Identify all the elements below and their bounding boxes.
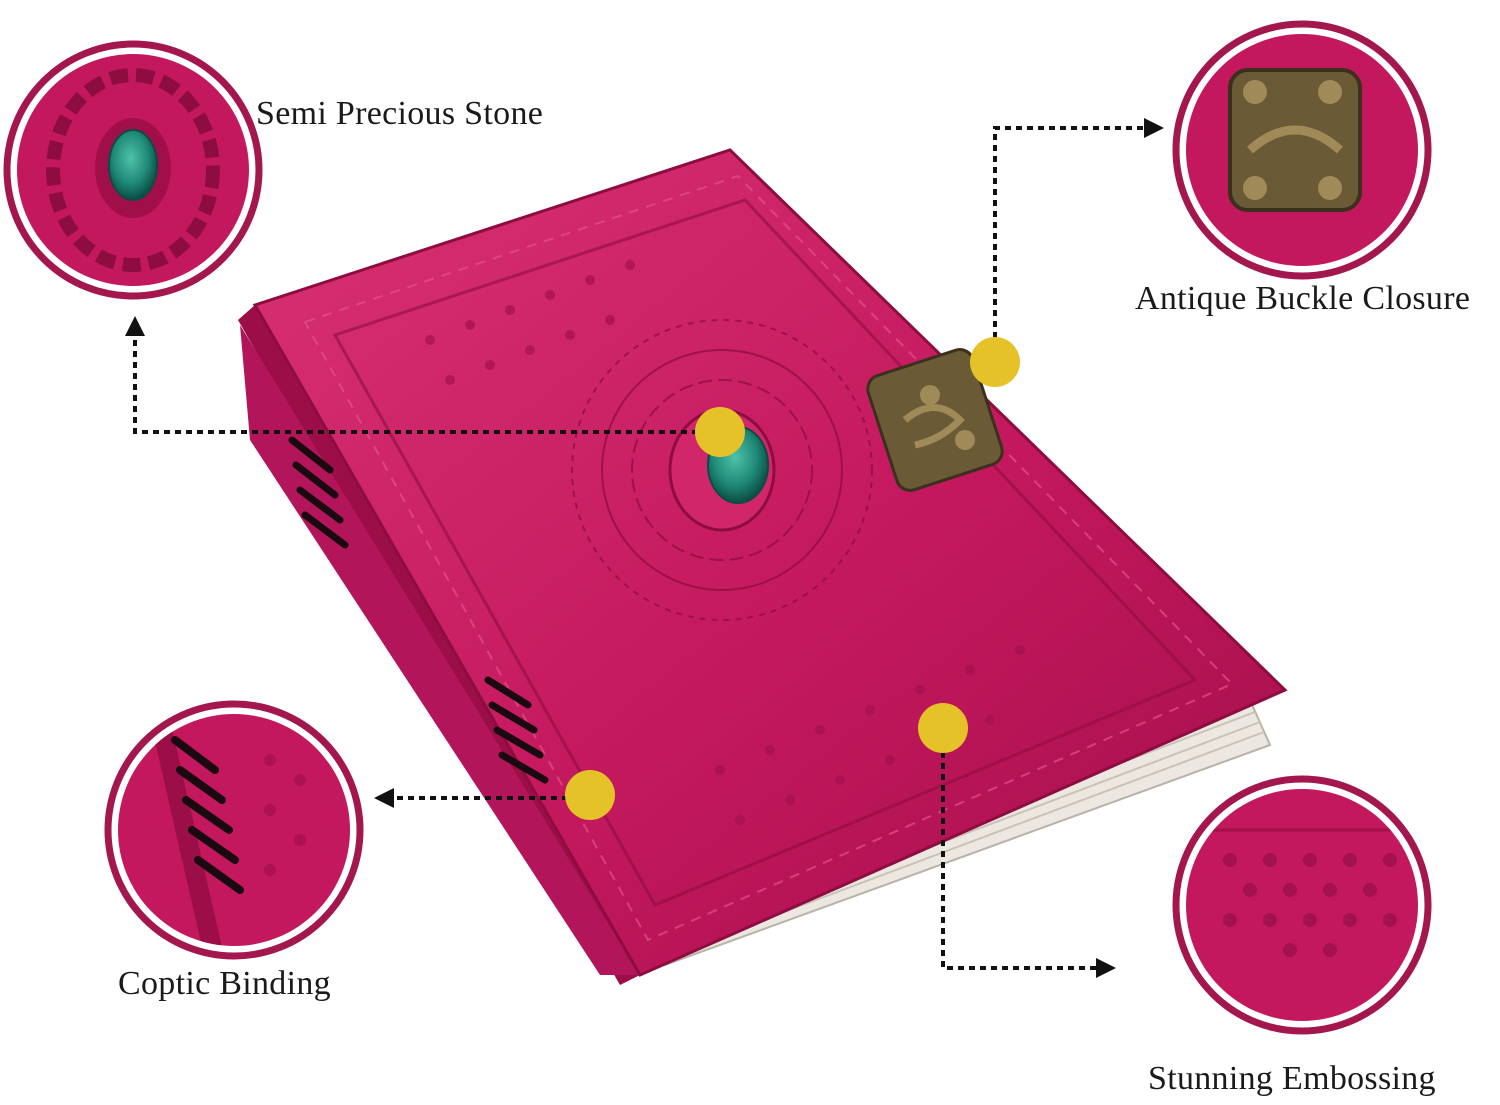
hotspot-markers (565, 337, 1020, 820)
zoom-stone (3, 40, 263, 300)
callout-connectors (125, 118, 1164, 978)
label-coptic-binding: Coptic Binding (118, 965, 331, 1002)
zoom-buckle (1172, 20, 1432, 280)
marker-binding[interactable] (565, 770, 615, 820)
leather-journal (238, 148, 1288, 985)
marker-buckle[interactable] (970, 337, 1020, 387)
zoom-embossing (1172, 775, 1432, 1035)
label-stunning-embossing: Stunning Embossing (1148, 1060, 1436, 1097)
embossed-border (332, 198, 1198, 907)
zoom-binding (104, 700, 364, 960)
connector-stone (125, 316, 720, 434)
embossed-mandala (571, 319, 873, 621)
label-antique-buckle-closure: Antique Buckle Closure (1135, 280, 1471, 317)
marker-embossing[interactable] (918, 703, 968, 753)
coptic-stitches (288, 436, 549, 784)
journal-cover (252, 148, 1288, 977)
connector-buckle (993, 118, 1164, 360)
brass-buckle (866, 348, 1004, 492)
embossed-pattern (425, 260, 1025, 825)
label-semi-precious-stone: Semi Precious Stone (256, 95, 544, 132)
marker-stone[interactable] (695, 407, 745, 457)
connector-embossing (941, 730, 1116, 978)
